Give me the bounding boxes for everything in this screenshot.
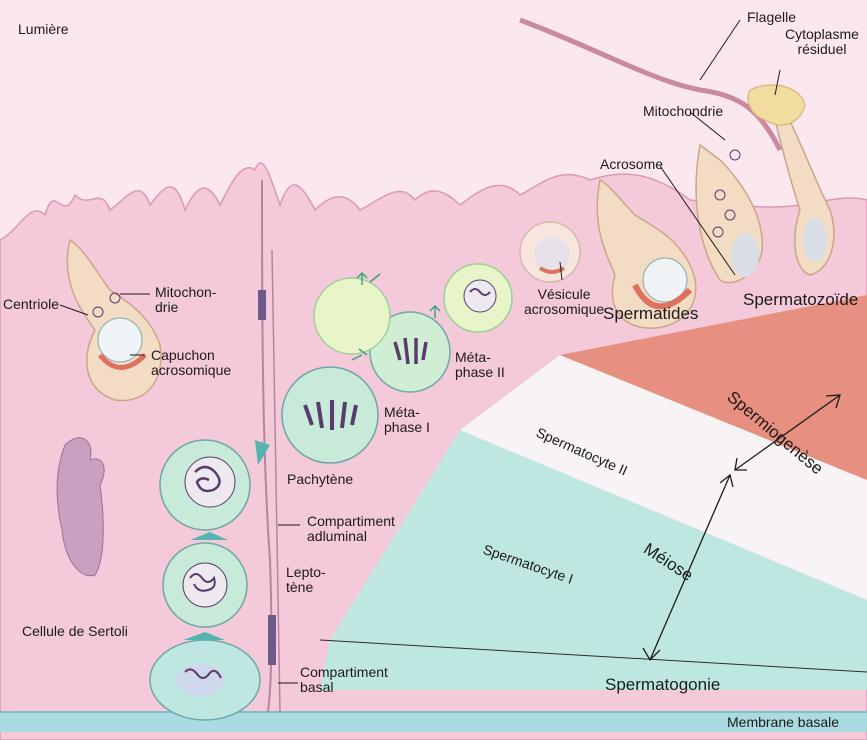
- label-compartiment-basal: Compartiment basal: [300, 665, 388, 696]
- label-spermatogonie: Spermatogonie: [605, 676, 720, 695]
- early-spermatid: [444, 264, 512, 332]
- label-mitochondrie-top: Mitochondrie: [643, 104, 723, 119]
- label-vesicule-acrosomique: Vésicule acrosomique: [524, 287, 604, 318]
- vesicule-cell: [520, 222, 580, 282]
- label-mitochondrie-left: Mitochon- drie: [155, 285, 216, 316]
- spermatogonie-cell: [150, 640, 260, 720]
- label-cellule-sertoli: Cellule de Sertoli: [22, 624, 128, 639]
- label-centriole: Centriole: [3, 297, 59, 312]
- leptotene-cell: [163, 543, 247, 627]
- label-metaphase-ii: Méta- phase II: [455, 350, 505, 381]
- label-capuchon-acrosomique: Capuchon acrosomique: [151, 348, 231, 379]
- label-flagelle: Flagelle: [747, 10, 796, 25]
- pachytene-cell: [160, 440, 250, 530]
- secondary-spermatocyte: [314, 278, 390, 354]
- metaphase-i-cell: [282, 367, 378, 463]
- label-lumiere: Lumière: [18, 22, 69, 37]
- label-cytoplasme-residuel: Cytoplasme résiduel: [785, 27, 859, 58]
- label-pachytene: Pachytène: [287, 472, 353, 487]
- label-spermatides: Spermatides: [603, 305, 698, 324]
- label-leptotene: Lepto- tène: [286, 565, 326, 596]
- label-compartiment-adluminal: Compartiment adluminal: [307, 514, 395, 545]
- label-metaphase-i: Méta- phase I: [384, 405, 430, 436]
- label-acrosome: Acrosome: [600, 157, 663, 172]
- residual-cytoplasm: [748, 85, 805, 125]
- flagellum: [520, 20, 780, 150]
- label-spermatozoide: Spermatozoïde: [743, 291, 858, 310]
- label-membrane-basale: Membrane basale: [727, 715, 839, 730]
